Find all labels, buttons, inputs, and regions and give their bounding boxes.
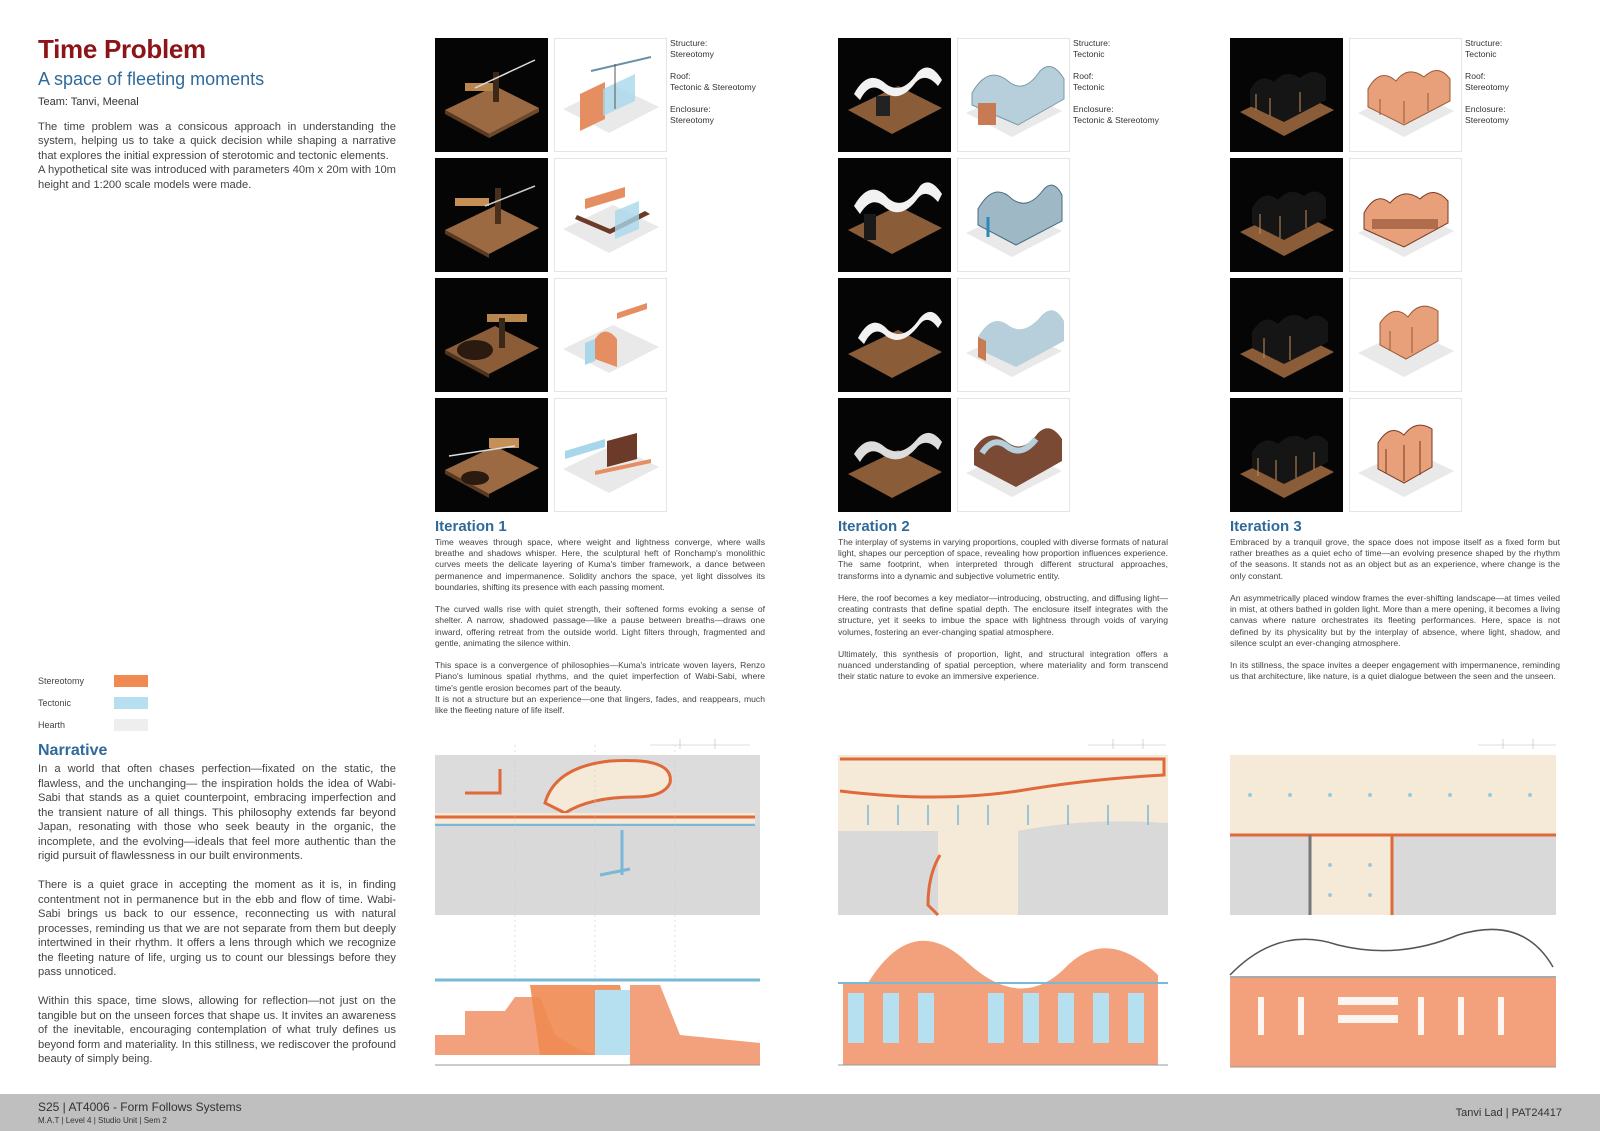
model-photo [1230,38,1343,152]
iteration-1-panel: Structure:Stereotomy Roof:Tectonic & Ste… [435,38,765,716]
model-photo [435,278,548,392]
spec-label: Enclosure: [1465,104,1506,114]
model-photo [435,38,548,152]
iteration-title: Iteration 3 [1230,518,1302,535]
spec-label: Enclosure: [1073,104,1114,114]
intro-paragraph: A hypothetical site was introduced with … [38,164,396,191]
model-photo [1230,158,1343,272]
team-credit: Team: Tanvi, Meenal [38,96,139,108]
iteration-paragraph: The interplay of systems in varying prop… [838,537,1168,581]
iteration-paragraph: Time weaves through space, where weight … [435,537,765,592]
iteration-3-panel: Structure:Tectonic Roof:Stereotomy Enclo… [1230,38,1560,683]
intro-panel: Time Problem A space of fleeting moments… [38,34,396,192]
legend-item-hearth: Hearth [38,714,148,736]
iteration-paragraph: Here, the roof becomes a key mediator—in… [838,593,1168,637]
spec-value: Stereotomy [1465,82,1509,92]
model-render [956,158,1070,272]
model-photo [435,158,548,272]
legend-swatch [114,719,148,731]
iteration-2-plan-elevation-drawing [838,739,1168,1066]
legend-item-tectonic: Tectonic [38,692,148,714]
iteration-description: The interplay of systems in varying prop… [838,537,1168,683]
footer-course: S25 | AT4006 - Form Follows Systems [38,1100,242,1114]
narrative-paragraph: There is a quiet grace in accepting the … [38,879,396,978]
spec-label: Roof: [670,71,691,81]
narrative-paragraph: In a world that often chases perfection—… [38,763,396,862]
page-subtitle: A space of fleeting moments [38,69,265,89]
iteration-specs: Structure:Tectonic Roof:Tectonic Enclosu… [1073,38,1173,137]
model-render [553,398,667,512]
spec-value: Tectonic [1073,49,1105,59]
model-photo-grid: Structure:Tectonic Roof:Stereotomy Enclo… [1230,38,1509,512]
legend-label: Hearth [38,720,66,730]
legend-label: Stereotomy [38,676,85,686]
footer-bar: S25 | AT4006 - Form Follows Systems M.A.… [0,1094,1600,1131]
iteration-title: Iteration 2 [838,518,910,535]
intro-text: The time problem was a consicous approac… [38,120,396,192]
legend-item-stereotomy: Stereotomy [38,670,148,692]
spec-value: Stereotomy [670,115,714,125]
spec-label: Structure: [1073,38,1111,48]
spec-value: Tectonic [1465,49,1497,59]
iteration-paragraph: An asymmetrically placed window frames t… [1230,593,1560,648]
spec-value: Stereotomy [1465,115,1509,125]
model-render [1348,398,1462,512]
intro-paragraph: The time problem was a consicous approac… [38,121,396,162]
model-render [553,158,667,272]
model-photo [838,398,951,512]
model-render [956,38,1070,152]
model-photo-grid: Structure:Stereotomy Roof:Tectonic & Ste… [435,38,756,512]
legend-label: Tectonic [38,698,72,708]
iteration-specs: Structure:Tectonic Roof:Stereotomy Enclo… [1465,38,1565,137]
page-title: Time Problem [38,34,206,64]
model-photo [1230,278,1343,392]
model-render [1348,278,1462,392]
iteration-description: Time weaves through space, where weight … [435,537,765,716]
footer-meta: M.A.T | Level 4 | Studio Unit | Sem 2 [38,1116,167,1125]
model-photo [435,398,548,512]
model-render [553,278,667,392]
iteration-2-panel: Structure:Tectonic Roof:Tectonic Enclosu… [838,38,1168,683]
spec-label: Structure: [670,38,708,48]
spec-value: Tectonic & Stereotomy [670,82,756,92]
iteration-1-plan-elevation-drawing [435,739,760,1066]
model-render [1348,38,1462,152]
iteration-paragraph: The curved walls rise with quiet strengt… [435,604,765,648]
iteration-paragraph: This space is a convergence of philosoph… [435,660,765,693]
model-render [956,278,1070,392]
model-render [1348,158,1462,272]
iteration-paragraph: Ultimately, this synthesis of proportion… [838,649,1168,682]
spec-value: Stereotomy [670,49,714,59]
footer-author: Tanvi Lad | PAT24417 [1455,1107,1562,1119]
spec-value: Tectonic [1073,82,1105,92]
iteration-paragraph: Embraced by a tranquil grove, the space … [1230,537,1560,581]
spec-value: Tectonic & Stereotomy [1073,115,1159,125]
legend-swatch [114,675,148,687]
model-photo [838,158,951,272]
narrative-heading: Narrative [38,742,108,759]
legend-swatch [114,697,148,709]
spec-label: Roof: [1073,71,1094,81]
model-photo [838,38,951,152]
iteration-specs: Structure:Stereotomy Roof:Tectonic & Ste… [670,38,770,137]
iteration-3-plan-elevation-drawing [1229,739,1556,1068]
model-render [553,38,667,152]
spec-label: Structure: [1465,38,1503,48]
spec-label: Roof: [1465,71,1486,81]
model-render [956,398,1070,512]
model-photo [838,278,951,392]
spec-label: Enclosure: [670,104,711,114]
model-photo-grid: Structure:Tectonic Roof:Tectonic Enclosu… [838,38,1159,512]
iteration-description: Embraced by a tranquil grove, the space … [1230,537,1560,683]
legend: Stereotomy Tectonic Hearth [38,670,148,736]
iteration-title: Iteration 1 [435,518,507,535]
iteration-paragraph: In its stillness, the space invites a de… [1230,660,1560,682]
model-photo [1230,398,1343,512]
narrative-section: Narrative In a world that often chases p… [38,742,396,1081]
iteration-paragraph: It is not a structure but an experience—… [435,693,765,716]
narrative-paragraph: Within this space, time slows, allowing … [38,995,396,1065]
